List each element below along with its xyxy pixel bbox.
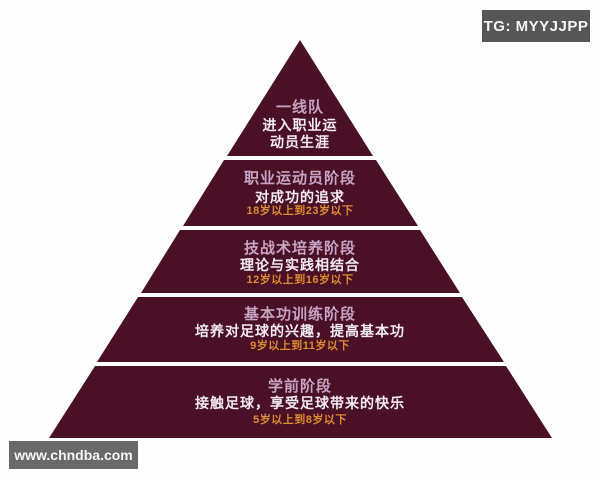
- level-5-desc: 接触足球，享受足球带来的快乐: [195, 395, 405, 411]
- pyramid-level-1-shape: [227, 40, 373, 156]
- pyramid-level-5-shape: [49, 366, 552, 438]
- level-1-desc-line-2: 动员生涯: [270, 134, 330, 150]
- level-1-desc-line-1: 进入职业运: [262, 117, 338, 133]
- level-4-age-range: 9岁以上到11岁以下: [250, 340, 350, 352]
- level-5-title: 学前阶段: [267, 378, 332, 395]
- level-1-title: 一线队: [275, 99, 324, 116]
- level-4-title: 基本功训练阶段: [243, 306, 356, 323]
- pyramid-level-2-shape: [183, 160, 418, 226]
- level-2-age-range: 18岁以上到23岁以下: [246, 205, 354, 217]
- level-2-desc: 对成功的追求: [255, 189, 345, 205]
- pyramid-level-4-shape: [97, 297, 504, 362]
- telegram-watermark-badge: TG: MYYJJPP: [482, 10, 590, 42]
- level-3-title: 技战术培养阶段: [243, 240, 356, 257]
- level-4-desc: 培养对足球的兴趣，提高基本功: [195, 323, 405, 339]
- pyramid-level-3-shape: [141, 230, 460, 293]
- website-watermark-badge: www.chndba.com: [9, 441, 138, 469]
- level-3-desc: 理论与实践相结合: [240, 257, 360, 273]
- level-3-age-range: 12岁以上到16岁以下: [246, 274, 354, 286]
- level-2-title: 职业运动员阶段: [243, 170, 356, 187]
- level-5-age-range: 5岁以上到8岁以下: [253, 414, 347, 426]
